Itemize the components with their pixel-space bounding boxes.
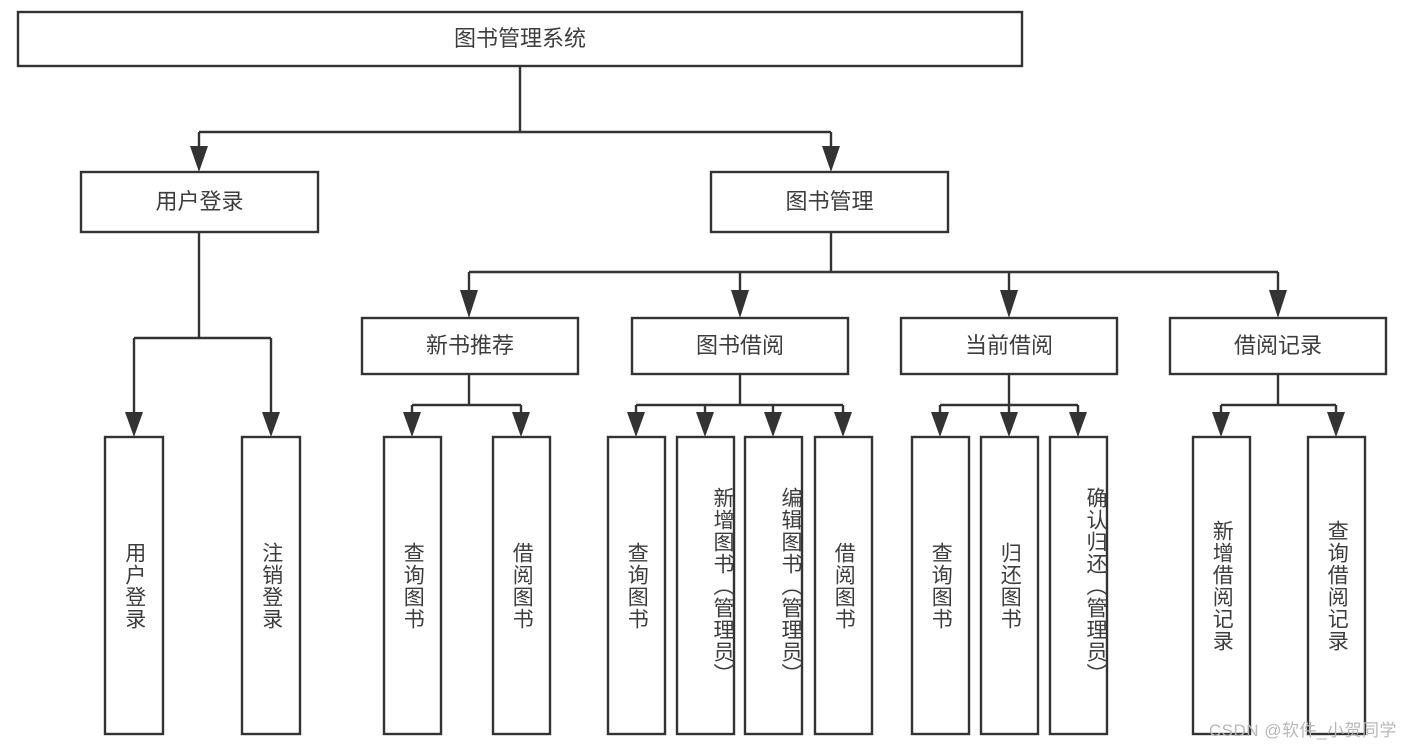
connector-bookborrow-to-leaves <box>627 374 852 437</box>
arrow-head-icon <box>1069 412 1087 437</box>
node-user-login[interactable]: 用户登录 <box>79 170 320 234</box>
leaf-box-return-book[interactable] <box>979 435 1040 736</box>
connector-root-to-level1 <box>190 66 840 172</box>
arrow-head-icon <box>1000 412 1018 437</box>
node-root-system[interactable]: 图书管理系统 <box>16 10 1024 68</box>
connector-newbook-to-leaves <box>403 374 530 437</box>
arrow-head-icon <box>125 412 143 437</box>
arrow-head-icon <box>1212 412 1230 437</box>
leaf-box-user-login[interactable] <box>103 435 165 736</box>
connector-borrowrecord-to-leaves <box>1212 374 1345 437</box>
arrow-head-icon <box>822 146 840 172</box>
arrow-head-icon <box>1269 290 1287 318</box>
leaf-box-logout[interactable] <box>240 435 302 736</box>
node-root-label: 图书管理系统 <box>454 26 586 51</box>
leaf-box-add-borrow-record[interactable] <box>1191 435 1252 736</box>
leaf-box-group <box>103 435 1367 736</box>
connector-currentborrow-to-leaves <box>931 374 1087 437</box>
arrow-head-icon <box>764 412 782 437</box>
arrow-head-icon <box>460 290 478 318</box>
node-new-book-recommend-label: 新书推荐 <box>426 333 514 358</box>
arrow-head-icon <box>512 412 530 437</box>
arrow-head-icon <box>834 412 852 437</box>
arrow-head-icon <box>190 146 208 172</box>
node-book-borrow-label: 图书借阅 <box>696 333 784 358</box>
leaf-box-borrow-book-2[interactable] <box>813 435 874 736</box>
leaf-box-confirm-return-admin[interactable] <box>1048 435 1109 736</box>
leaf-box-edit-book-admin[interactable] <box>743 435 804 736</box>
arrow-head-icon <box>262 412 280 437</box>
arrow-head-icon <box>1000 290 1018 318</box>
arrow-head-icon <box>627 412 645 437</box>
leaf-box-borrow-book-1[interactable] <box>491 435 552 736</box>
csdn-watermark: CSDN @软件_小贺同学 <box>1208 721 1397 740</box>
arrow-head-icon <box>731 290 749 318</box>
leaf-box-add-book-admin[interactable] <box>675 435 736 736</box>
arrow-head-icon <box>696 412 714 437</box>
node-current-borrow-label: 当前借阅 <box>965 333 1053 358</box>
leaf-box-query-book-2[interactable] <box>606 435 667 736</box>
node-book-borrow[interactable]: 图书借阅 <box>630 316 850 376</box>
node-book-management-label: 图书管理 <box>785 189 873 214</box>
node-new-book-recommend[interactable]: 新书推荐 <box>360 316 580 376</box>
node-current-borrow[interactable]: 当前借阅 <box>899 316 1119 376</box>
node-user-login-label: 用户登录 <box>155 189 243 214</box>
arrow-head-icon <box>1327 412 1345 437</box>
node-book-management[interactable]: 图书管理 <box>709 170 950 234</box>
connector-bookmgmt-to-level2 <box>460 232 1287 318</box>
arrow-head-icon <box>931 412 949 437</box>
leaf-box-query-book-3[interactable] <box>910 435 971 736</box>
arrow-head-icon <box>403 412 421 437</box>
leaf-box-query-book-1[interactable] <box>382 435 443 736</box>
node-borrow-record-label: 借阅记录 <box>1234 333 1322 358</box>
node-borrow-record[interactable]: 借阅记录 <box>1168 316 1388 376</box>
leaf-box-query-borrow-record[interactable] <box>1306 435 1367 736</box>
connector-userlogin-to-leaves <box>125 232 280 437</box>
